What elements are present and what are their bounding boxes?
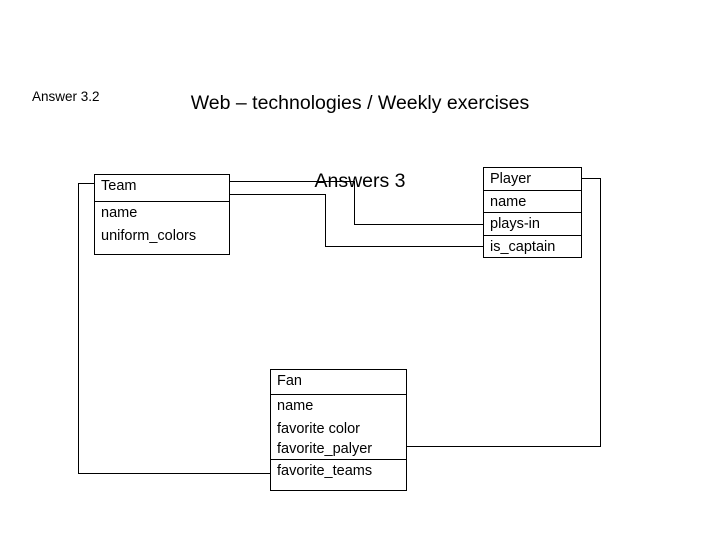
entity-player-attribute-plays-in: plays-in [484,213,581,236]
connector-player-fan-seg2 [600,178,601,447]
entity-fan-attribute-favorite-teams: favorite_teams [277,463,373,479]
answer-label: Answer 3.2 [32,89,100,104]
entity-box-fan[interactable]: Fan name favorite color favorite_palyer … [270,369,407,491]
connector-team-player-playsin-seg3 [354,224,484,225]
connector-player-fan-seg3 [406,446,601,447]
entity-fan-attribute-group: name favorite color [271,395,406,438]
entity-player-attribute-name: name [484,191,581,213]
entity-box-team[interactable]: Team name uniform_colors [94,174,230,255]
connector-team-player-captain-seg1 [229,194,326,195]
connector-team-player-captain-seg2 [325,194,326,247]
entity-player-attribute-is-captain: is_captain [490,238,556,255]
entity-team-title: Team [95,175,229,202]
entity-fan-attribute-favorite-color: favorite color [277,421,361,437]
entity-fan-attribute-name: name [277,398,314,414]
connector-team-player-captain-seg3 [325,246,484,247]
entity-fan-title: Fan [271,370,406,395]
entity-player-title: Player [484,168,581,191]
connector-team-player-playsin-seg1 [229,181,355,182]
connector-player-fan-seg1 [582,178,601,179]
page-title: Web – technologies / Weekly exercises An… [110,38,610,246]
entity-fan-attribute-favorite-player: favorite_palyer [271,438,406,460]
connector-team-fan-segment-bottom [78,473,271,474]
connector-team-fan-segment-vert [78,183,79,474]
entity-team-attributes: name uniform_colors [95,202,229,254]
title-line-1: Web – technologies / Weekly exercises [190,92,530,114]
entity-box-player[interactable]: Player name plays-in is_captain [483,167,582,258]
entity-team-attribute-uniform-colors: uniform_colors [101,228,197,244]
connector-team-player-playsin-seg2 [354,181,355,225]
connector-team-fan-segment-top [78,183,95,184]
entity-team-attribute-name: name [101,205,138,221]
